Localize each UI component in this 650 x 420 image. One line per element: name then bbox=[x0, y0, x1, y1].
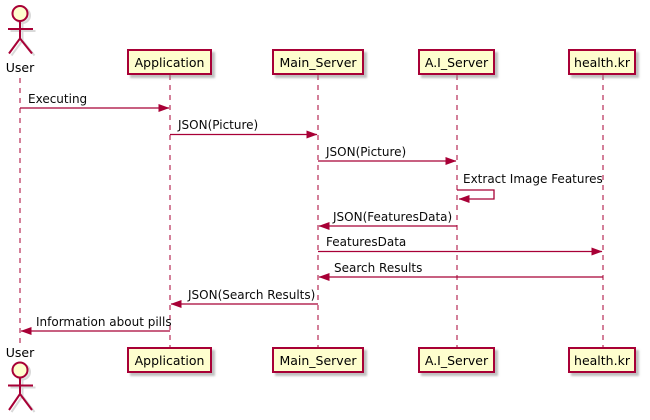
message-label-json-featuresdata: JSON(FeaturesData) bbox=[333, 210, 453, 224]
participant-top-ai-server: A.I_Server bbox=[418, 49, 495, 75]
participant-top-application: Application bbox=[127, 49, 212, 75]
participant-top-main-server: Main_Server bbox=[272, 49, 364, 75]
lifelines bbox=[19, 75, 604, 347]
message-label-featuresdata: FeaturesData bbox=[326, 235, 407, 249]
participant-top-health-kr: health.kr bbox=[568, 49, 636, 75]
message-label-json-picture-1: JSON(Picture) bbox=[178, 118, 259, 132]
actor-head bbox=[11, 361, 29, 379]
participant-bottom-main-server: Main_Server bbox=[272, 347, 364, 373]
actor-figure-top bbox=[8, 5, 36, 57]
message-label-information-about-pills: Information about pills bbox=[36, 315, 172, 329]
message-label-search-results: Search Results bbox=[334, 261, 423, 275]
message-label-executing: Executing bbox=[28, 92, 88, 106]
participant-bottom-ai-server: A.I_Server bbox=[418, 347, 495, 373]
message-label-json-picture-2: JSON(Picture) bbox=[326, 145, 407, 159]
message-label-json-search-results: JSON(Search Results) bbox=[188, 288, 316, 302]
message-arrows bbox=[20, 104, 603, 335]
actor-head bbox=[11, 5, 29, 22]
message-label-extract-image-features: Extract Image Features bbox=[463, 172, 603, 186]
participant-bottom-application: Application bbox=[127, 347, 212, 373]
actor-label-user-bottom: User bbox=[5, 345, 35, 360]
actor-label-user-top: User bbox=[5, 60, 35, 75]
arrow-self-extract-features bbox=[457, 189, 495, 203]
participant-bottom-health-kr: health.kr bbox=[568, 347, 636, 373]
actor-figure-bottom bbox=[8, 361, 36, 413]
